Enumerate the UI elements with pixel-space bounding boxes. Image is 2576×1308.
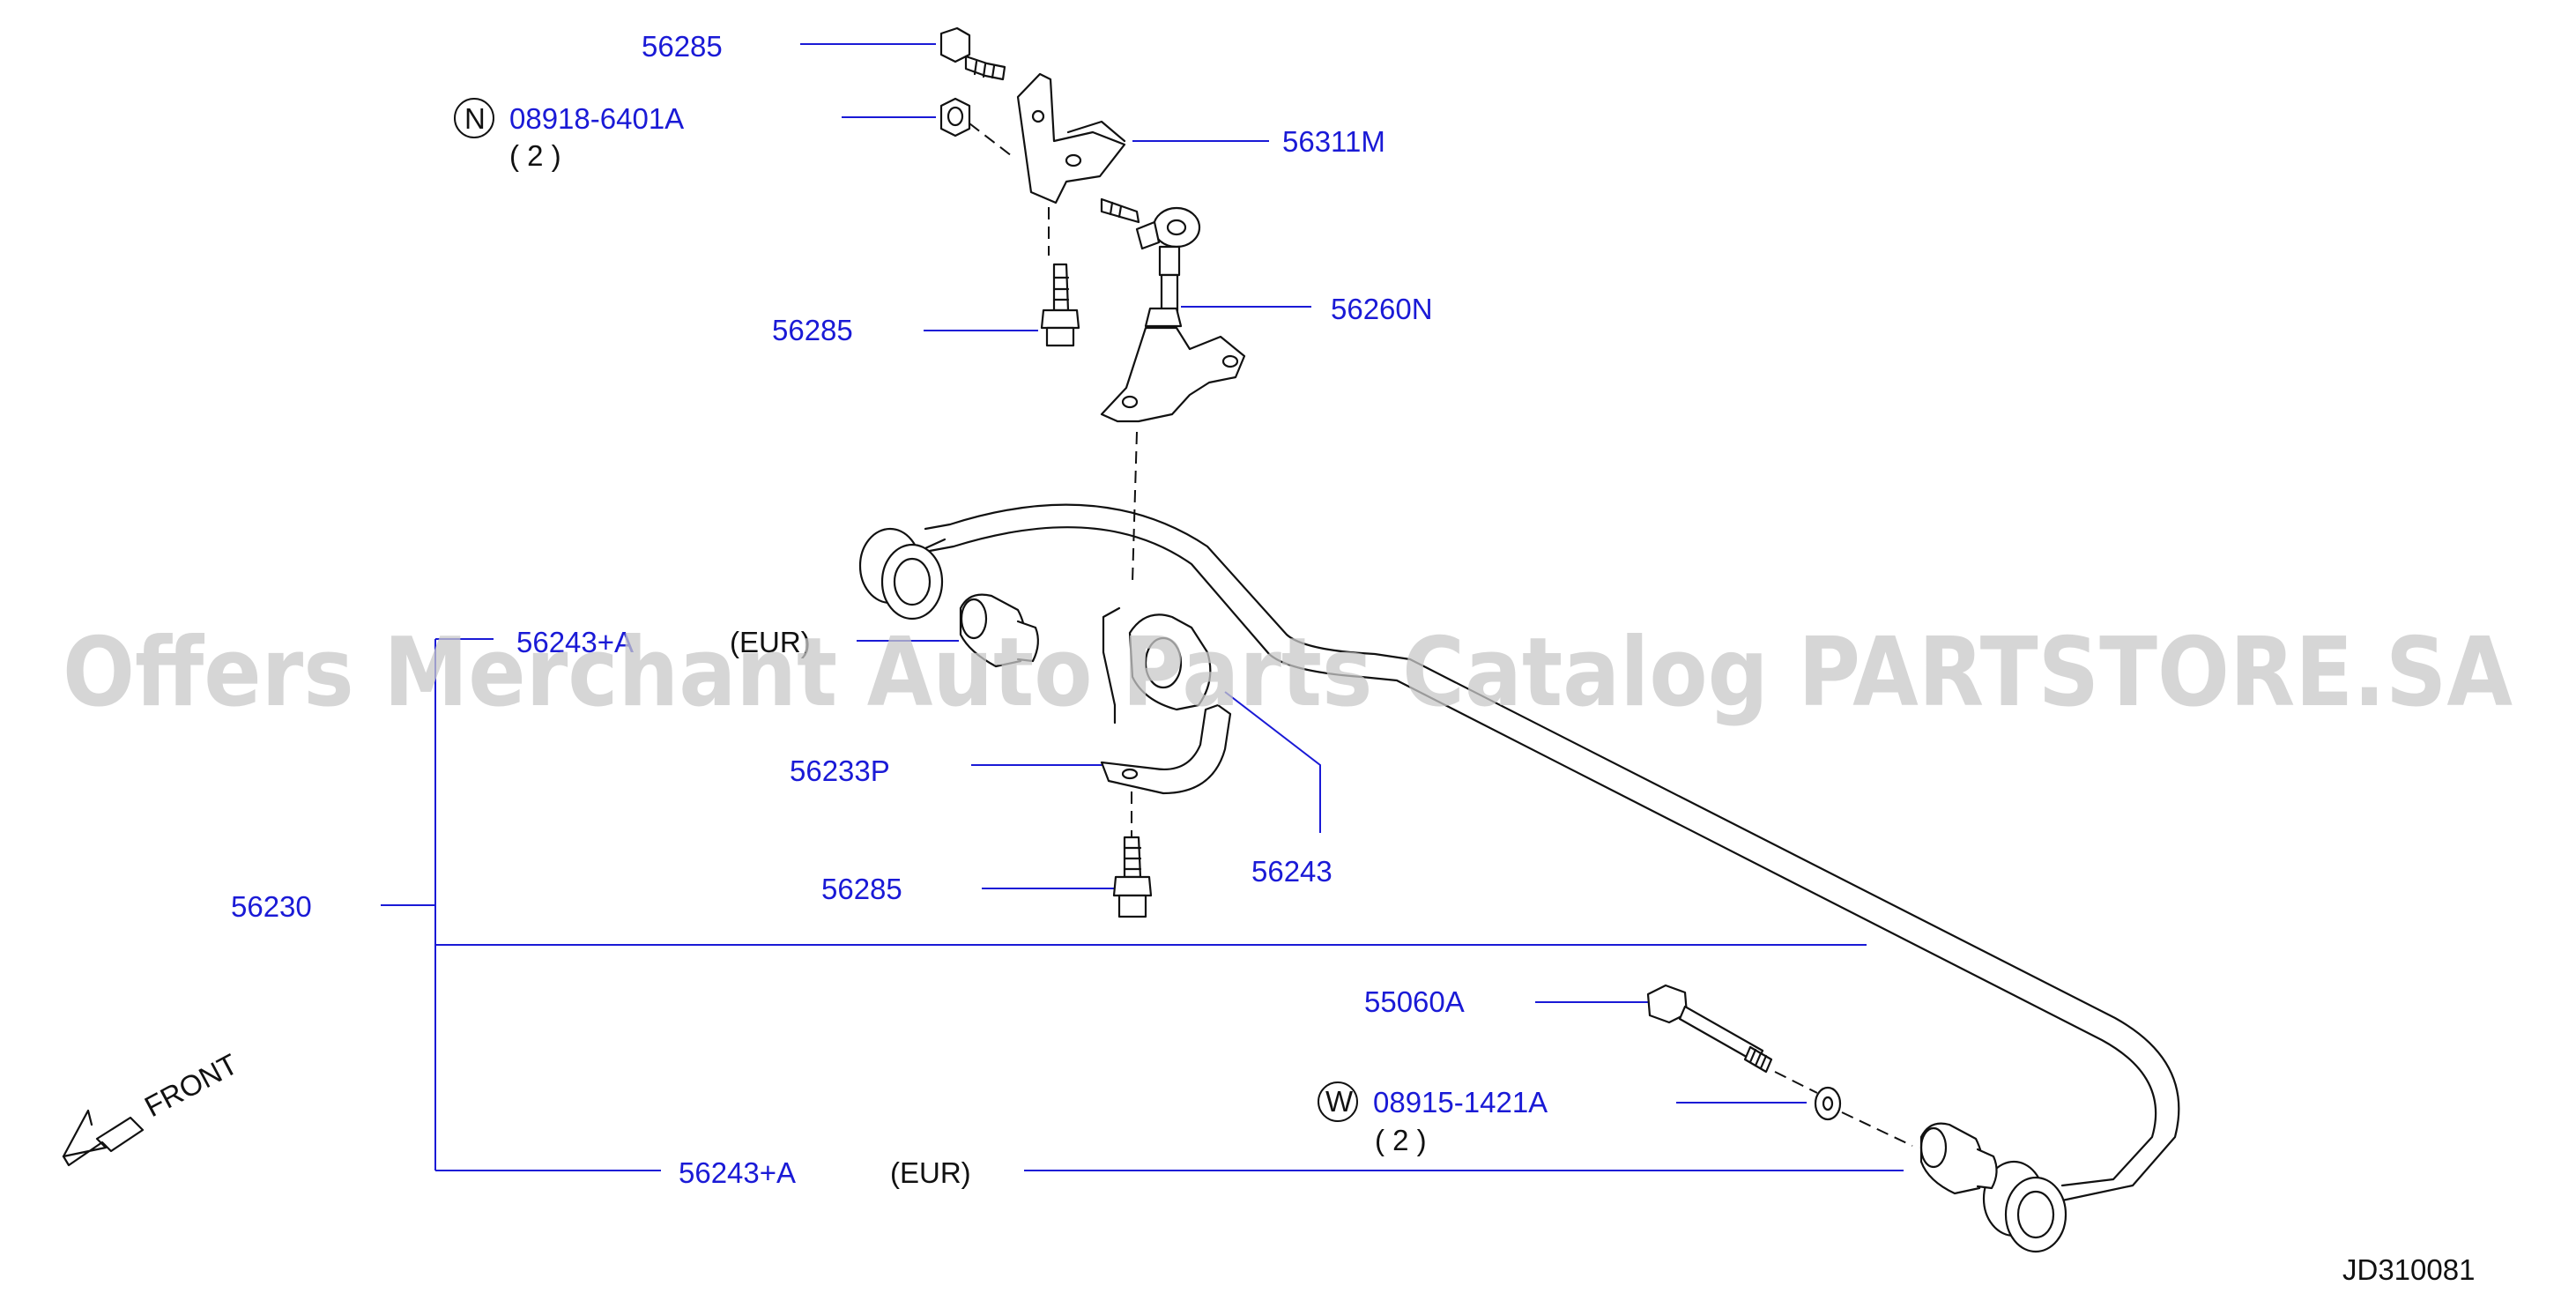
label-bracket-upper: 56311M	[1282, 125, 1385, 158]
label-stabilizer-bar: 56230	[231, 890, 312, 923]
label-bolt-bottom: 56285	[821, 873, 902, 905]
bar-end-bushing-left	[858, 527, 944, 621]
note-bushing-left: (EUR)	[730, 626, 811, 658]
nut-qty: ( 2 )	[509, 139, 561, 172]
diagram-id: JD310081	[2342, 1253, 2475, 1286]
bushing-left	[959, 593, 1039, 668]
nut-code: N	[464, 102, 486, 135]
washer	[1814, 1086, 1842, 1121]
bar-end-bushing-right	[1982, 1160, 2067, 1253]
clamp	[1100, 606, 1232, 795]
label-bolt-top: 56285	[642, 30, 723, 63]
bolt-top	[939, 26, 1006, 81]
label-bolt-mid: 56285	[772, 314, 853, 346]
bracket-upper	[1016, 72, 1126, 204]
front-label: FRONT	[139, 1047, 243, 1123]
washer-qty: ( 2 )	[1375, 1124, 1427, 1156]
label-washer: 08915-1421A	[1373, 1086, 1548, 1118]
bushing-center	[1128, 613, 1212, 711]
label-bushing-center: 56243	[1251, 855, 1333, 888]
watermark: Offers Merchant Auto Parts Catalog PARTS…	[63, 618, 2513, 728]
label-nut: 08918-6401A	[509, 102, 684, 135]
bushing-right	[1919, 1122, 1998, 1195]
label-link-rod: 56260N	[1331, 293, 1433, 325]
washer-code: W	[1325, 1085, 1354, 1118]
label-bushing-right: 56243+A	[679, 1156, 796, 1189]
link-rod	[1135, 206, 1201, 328]
bolt-link-upper	[1100, 197, 1140, 224]
nut-symbol-circle	[454, 98, 494, 138]
note-bushing-right: (EUR)	[890, 1156, 971, 1189]
leader-lines	[381, 43, 1904, 1171]
bolt-long	[1646, 984, 1773, 1074]
label-bolt-long: 55060A	[1364, 985, 1465, 1018]
bolt-bottom	[1112, 836, 1153, 918]
front-arrow-icon	[62, 1109, 145, 1167]
stabilizer-bar	[924, 503, 2180, 1202]
bracket-lower	[1100, 326, 1246, 423]
label-clamp: 56233P	[790, 754, 890, 787]
label-bushing-left: 56243+A	[516, 626, 634, 658]
bolt-mid	[1040, 263, 1080, 347]
washer-symbol-circle	[1318, 1081, 1358, 1122]
nut-top	[939, 97, 971, 137]
